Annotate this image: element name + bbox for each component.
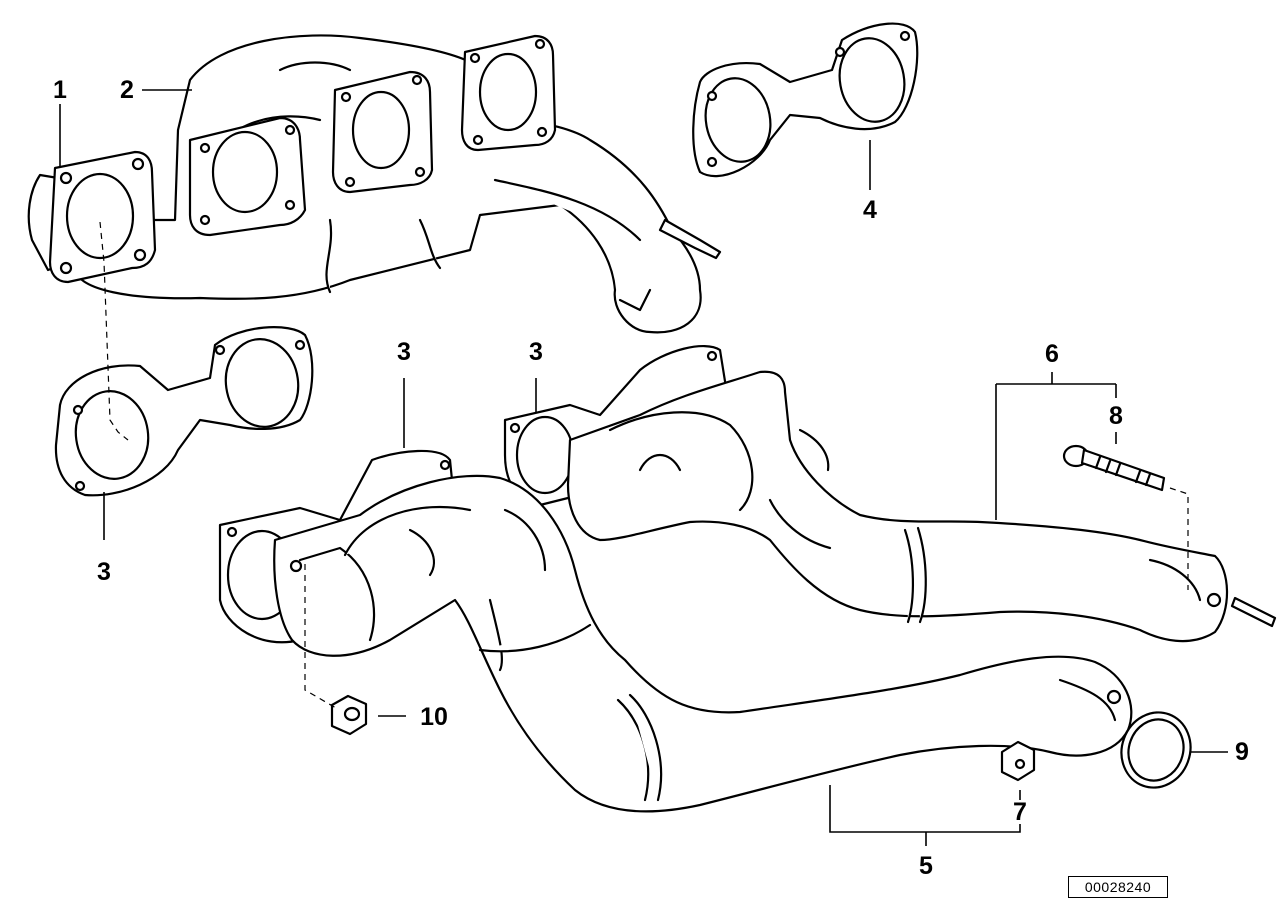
callout-7: 7 (1013, 798, 1027, 826)
part-6-rear-exhaust-manifold[interactable] (566, 370, 1277, 643)
callout-labels: 1 2 3 3 3 4 5 6 7 8 9 10 (53, 76, 1249, 880)
part-1-manifold-flange[interactable] (27, 150, 157, 284)
callout-4: 4 (863, 196, 877, 224)
part-2-upper-exhaust-manifold[interactable] (58, 34, 722, 334)
leader-lines (59, 89, 1228, 846)
part-8-stud-bolt[interactable] (1062, 444, 1166, 492)
part-7-nut[interactable] (1000, 740, 1036, 782)
document-id-label: 00028240 (1068, 876, 1168, 898)
callout-9: 9 (1235, 738, 1249, 766)
part-3-gasket-left[interactable] (54, 326, 314, 497)
callout-3-center: 3 (397, 338, 411, 366)
callout-3-right: 3 (529, 338, 543, 366)
callout-5: 5 (919, 852, 933, 880)
callout-8: 8 (1109, 402, 1123, 430)
part-4-gasket-top-right[interactable] (692, 22, 919, 178)
callout-2: 2 (120, 76, 134, 104)
part-9-sealing-ring[interactable] (1111, 703, 1201, 798)
part-5-front-exhaust-manifold[interactable] (273, 474, 1133, 813)
callout-1: 1 (53, 76, 67, 104)
callout-6: 6 (1045, 340, 1059, 368)
callout-10: 10 (420, 703, 448, 731)
part-10-nut[interactable] (330, 694, 368, 736)
callout-3-left: 3 (97, 558, 111, 586)
